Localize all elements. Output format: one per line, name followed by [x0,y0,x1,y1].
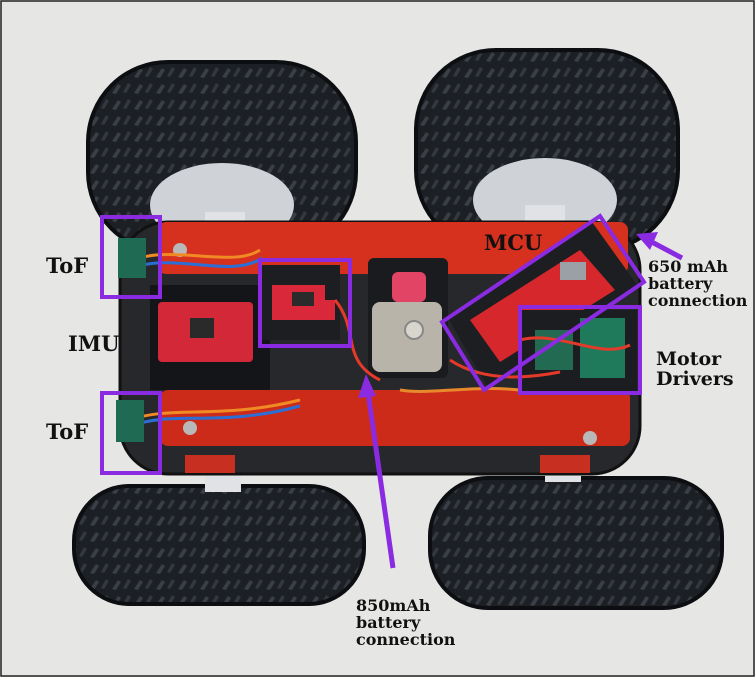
qwiic-mux-board [260,265,340,340]
battery-850-line-2: battery [356,612,421,632]
wheel-front-right [414,48,680,252]
motor-drivers-line-2: Drivers [656,367,734,390]
battery-850-label: 850mAh battery connection [356,596,456,649]
tof-sensor-top [118,238,146,278]
arrow-650mah [636,232,684,261]
mcu-box [439,213,647,393]
tof-top-box [100,215,162,299]
imu-board [150,285,270,390]
tof-sensor-bottom [116,400,144,442]
battery-850-line-1: 850mAh [356,596,431,615]
tof-bottom-box [100,391,162,475]
battery-area [368,258,448,378]
wires [124,248,631,428]
battery-650-label: 650 mAh battery connection [648,257,748,310]
imu-mux-box [258,258,352,348]
annotation-boxes [100,213,647,475]
battery-650-line-2: battery [648,273,713,293]
tof-bottom-label: ToF [46,419,89,444]
battery-650-line-1: 650 mAh [648,257,728,276]
motor-drivers-label: Motor Drivers [656,348,734,390]
battery-850-line-3: connection [356,629,456,649]
tof-top-label: ToF [46,253,89,278]
motor-drivers-line-1: Motor [656,348,722,370]
battery-650-line-3: connection [648,290,748,310]
imu-label: IMU [68,331,120,356]
motor-drivers-box [518,305,642,395]
mcu-label: MCU [484,230,543,255]
arrow-850mah [358,374,396,569]
